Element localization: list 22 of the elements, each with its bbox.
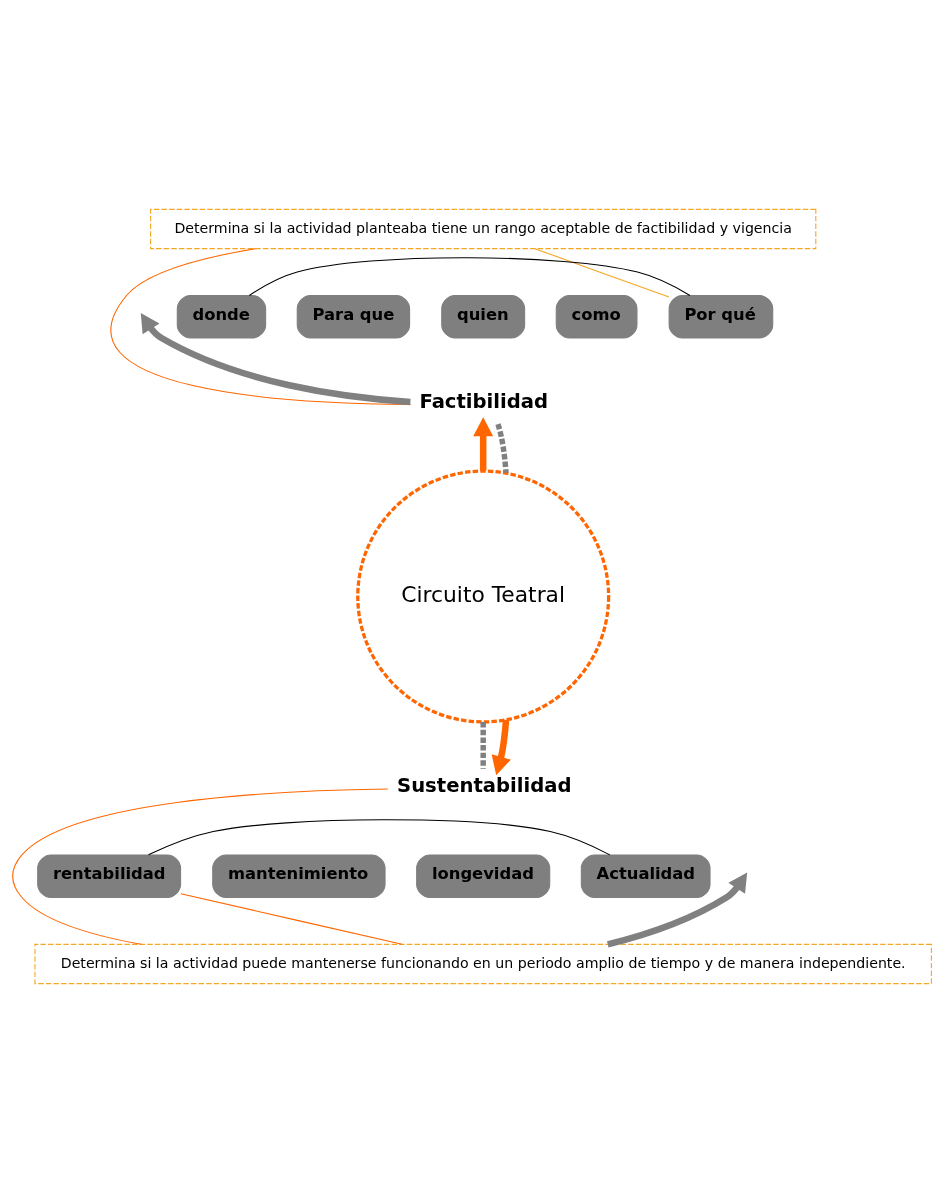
node-circle: Circuito Teatral xyxy=(356,468,611,724)
node-box: mantenimiento xyxy=(212,853,386,898)
node-box: quien xyxy=(441,294,526,339)
node-box: como xyxy=(555,294,638,339)
arrow xyxy=(473,416,494,471)
connector xyxy=(495,422,509,473)
connector xyxy=(480,721,486,769)
node-box: rentabilidad xyxy=(37,853,182,898)
arrow xyxy=(491,719,511,775)
node-box: Determina si la actividad planteaba tiene un rango aceptable de factibilidad y vigencia xyxy=(150,208,817,249)
node-box: donde xyxy=(176,294,267,339)
node-box: longevidad xyxy=(416,853,551,898)
connector xyxy=(534,247,670,298)
node-box: Actualidad xyxy=(580,853,711,898)
connector xyxy=(180,892,403,945)
node-box: Por qué xyxy=(668,294,774,339)
node-text: Factibilidad xyxy=(419,389,549,413)
connector xyxy=(147,818,611,855)
node-box: Para que xyxy=(296,294,411,339)
node-box: Determina si la actividad puede mantenerse funcionando en un periodo amplio de tiempo y de manera independiente. xyxy=(34,943,932,984)
node-text: Sustentabilidad xyxy=(397,773,572,797)
connector xyxy=(248,256,691,296)
